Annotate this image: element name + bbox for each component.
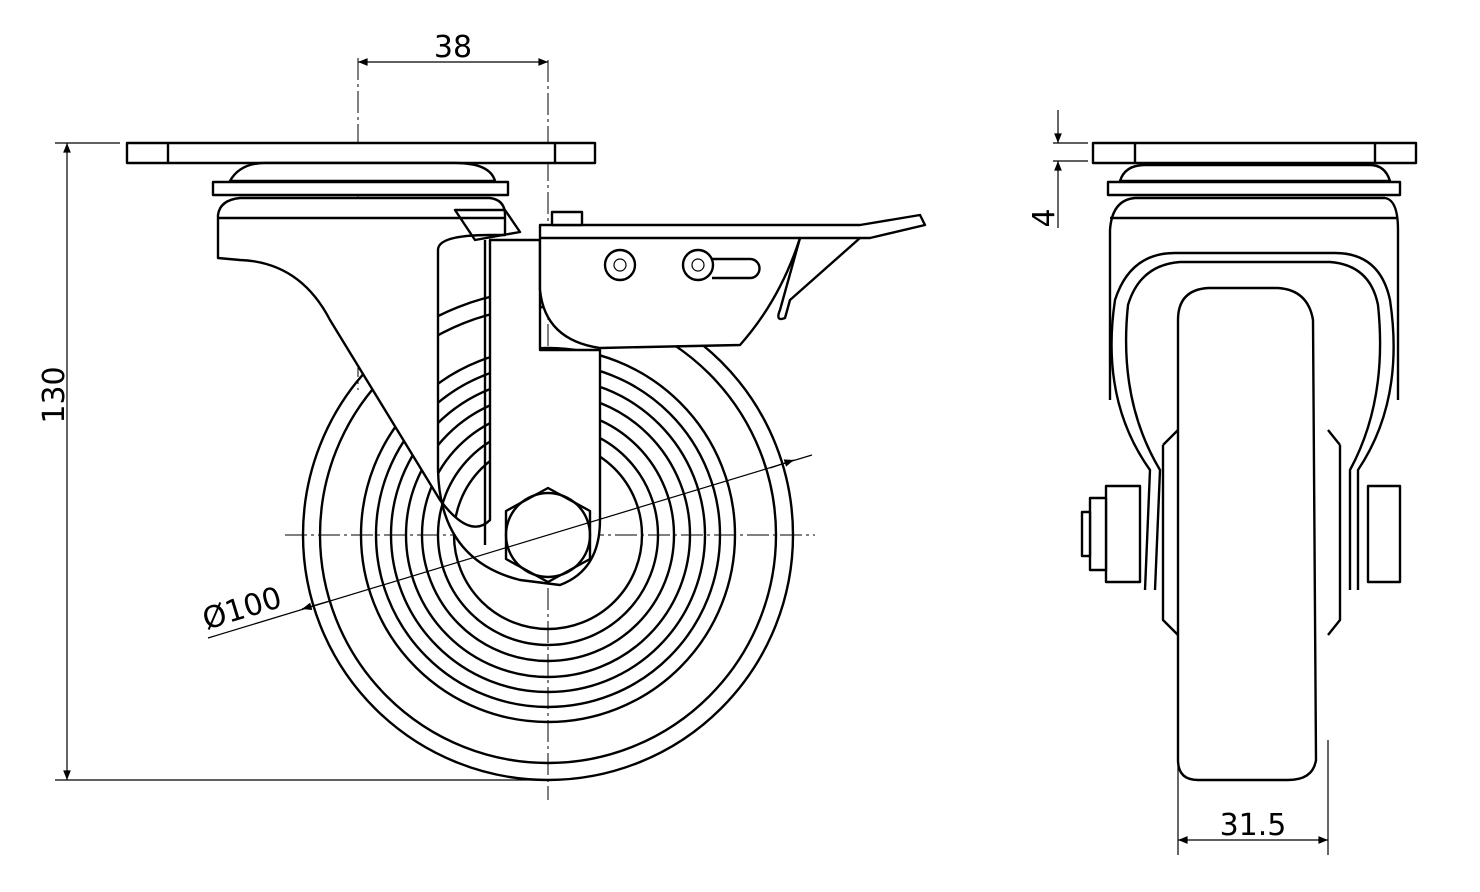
- svg-text:Ø100: Ø100: [198, 580, 286, 637]
- top-plate: [125, 141, 597, 165]
- swivel-dome: [228, 161, 497, 183]
- dimension-130: 130: [37, 142, 545, 781]
- svg-text:38: 38: [434, 30, 472, 65]
- svg-text:4: 4: [1027, 208, 1062, 227]
- left-nut: [1104, 484, 1142, 584]
- top-plate-front: [1091, 141, 1418, 165]
- fork-leg: [216, 196, 602, 587]
- wheel-front: [1176, 286, 1318, 782]
- dimension-38: 38: [358, 30, 548, 66]
- svg-text:31.5: 31.5: [1220, 808, 1287, 843]
- brake-assembly: [453, 208, 927, 350]
- svg-text:130: 130: [37, 366, 72, 423]
- front-view: [1080, 141, 1418, 782]
- swivel-ring: [211, 180, 510, 197]
- side-view: [125, 58, 927, 800]
- dimension-4: 4: [1027, 110, 1088, 228]
- right-nut: [1366, 484, 1402, 584]
- dimension-31-5: 31.5: [1177, 740, 1329, 855]
